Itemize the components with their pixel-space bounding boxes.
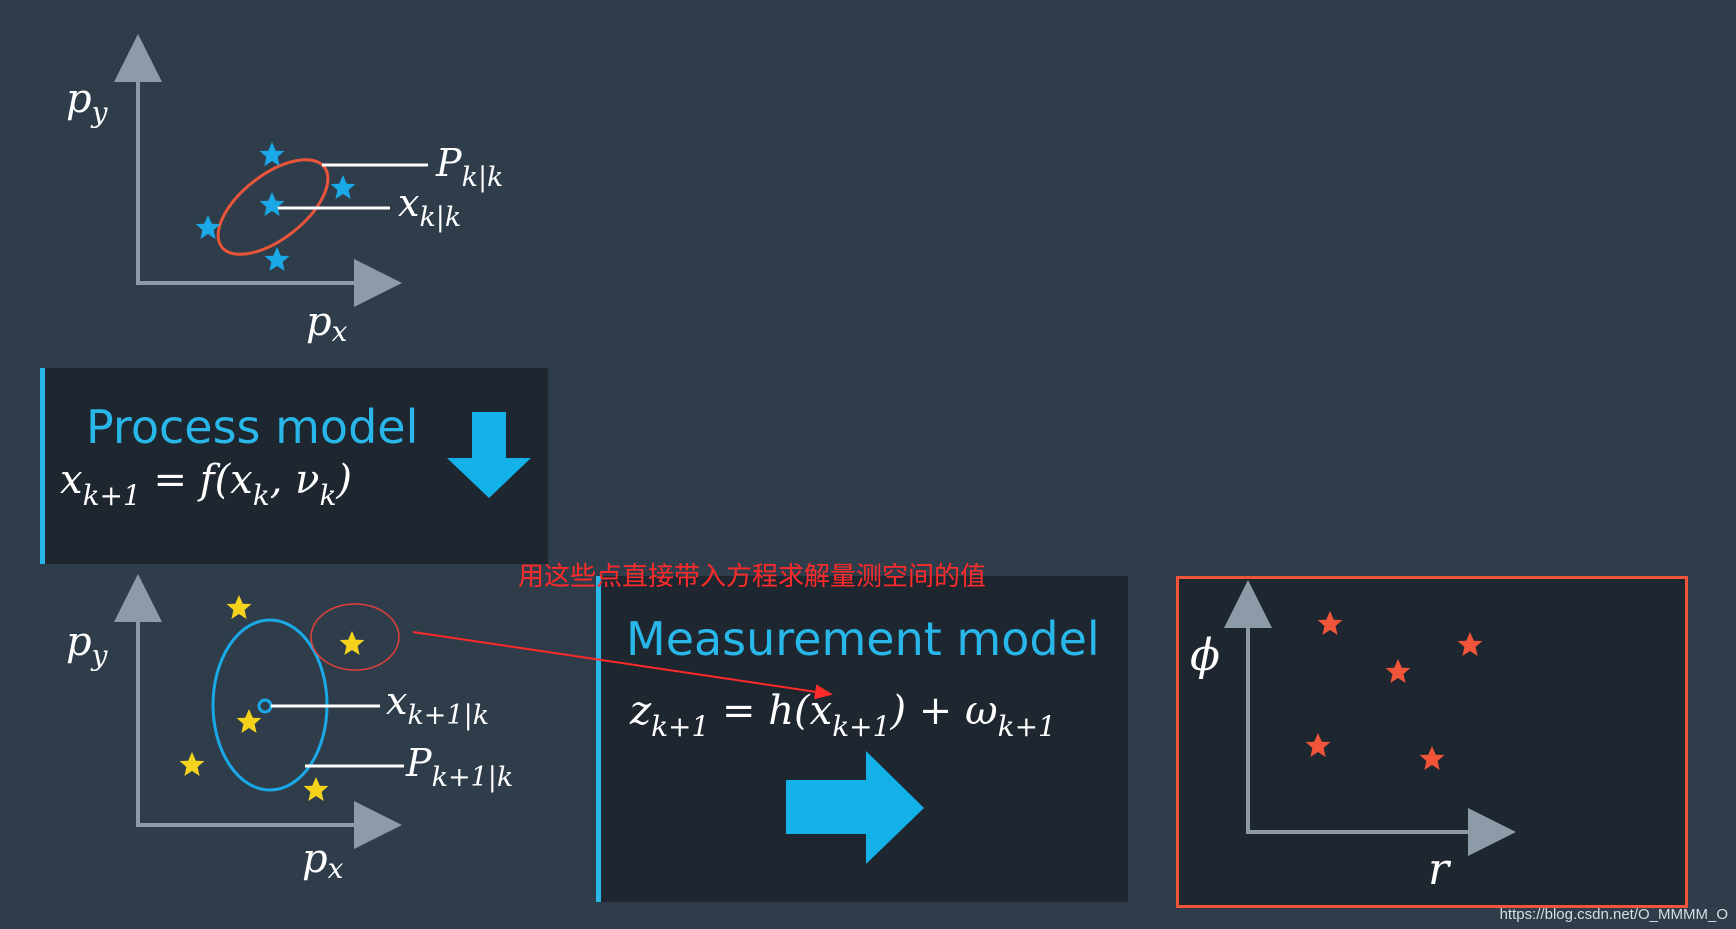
- bottom-xlabel: px: [302, 836, 344, 885]
- process-model-title: Process model: [86, 400, 419, 454]
- top-mean-label: xk|k: [398, 181, 461, 233]
- process-model-panel: Process model xk+1 = f(xk, νk): [40, 368, 548, 564]
- top-ylabel: py: [66, 76, 109, 129]
- panel-accent-bar: [596, 576, 601, 902]
- process-model-equation: xk+1 = f(xk, νk): [60, 412, 531, 512]
- star-icon: [1457, 632, 1483, 656]
- highlight-circle: [310, 603, 400, 671]
- measurement-space-box: [1176, 576, 1688, 908]
- svg-text:zk+1 = h(xk+1) + ωk+1: zk+1 = h(xk+1) + ωk+1: [629, 688, 1056, 743]
- measurement-xlabel: r: [1428, 844, 1452, 895]
- star-icon: [1317, 611, 1343, 635]
- bottom-covariance-label: Pk+1|k: [405, 741, 513, 793]
- annotation-text: 用这些点直接带入方程求解量测空间的值: [518, 562, 987, 592]
- measurement-model-equation: zk+1 = h(xk+1) + ωk+1: [629, 688, 1056, 864]
- right-arrow-icon: [786, 751, 924, 864]
- watermark: https://blog.csdn.net/O_MMMM_O: [1499, 906, 1728, 923]
- panel-accent-bar: [40, 368, 45, 564]
- top-covariance-label: Pk|k: [435, 141, 503, 193]
- star-icon: [1385, 659, 1411, 683]
- measurement-space-axes: [1224, 580, 1516, 856]
- bottom-mean-label: xk+1|k: [386, 679, 489, 731]
- svg-text:xk+1 = f(xk, νk): xk+1 = f(xk, νk): [60, 457, 352, 512]
- bottom-plot-axes: [114, 574, 402, 849]
- measurement-sigma-points: [1305, 611, 1483, 770]
- measurement-model-panel: Measurement model zk+1 = h(xk+1) + ωk+1: [596, 576, 1128, 902]
- bottom-ylabel: py: [66, 619, 109, 672]
- top-covariance-ellipse: [216, 158, 330, 256]
- down-arrow-icon: [447, 412, 531, 498]
- star-icon: [1419, 746, 1445, 770]
- measurement-ylabel: ϕ: [1190, 630, 1220, 681]
- top-xlabel: px: [306, 299, 348, 348]
- star-icon: [1305, 733, 1331, 757]
- top-plot-axes: [114, 34, 402, 307]
